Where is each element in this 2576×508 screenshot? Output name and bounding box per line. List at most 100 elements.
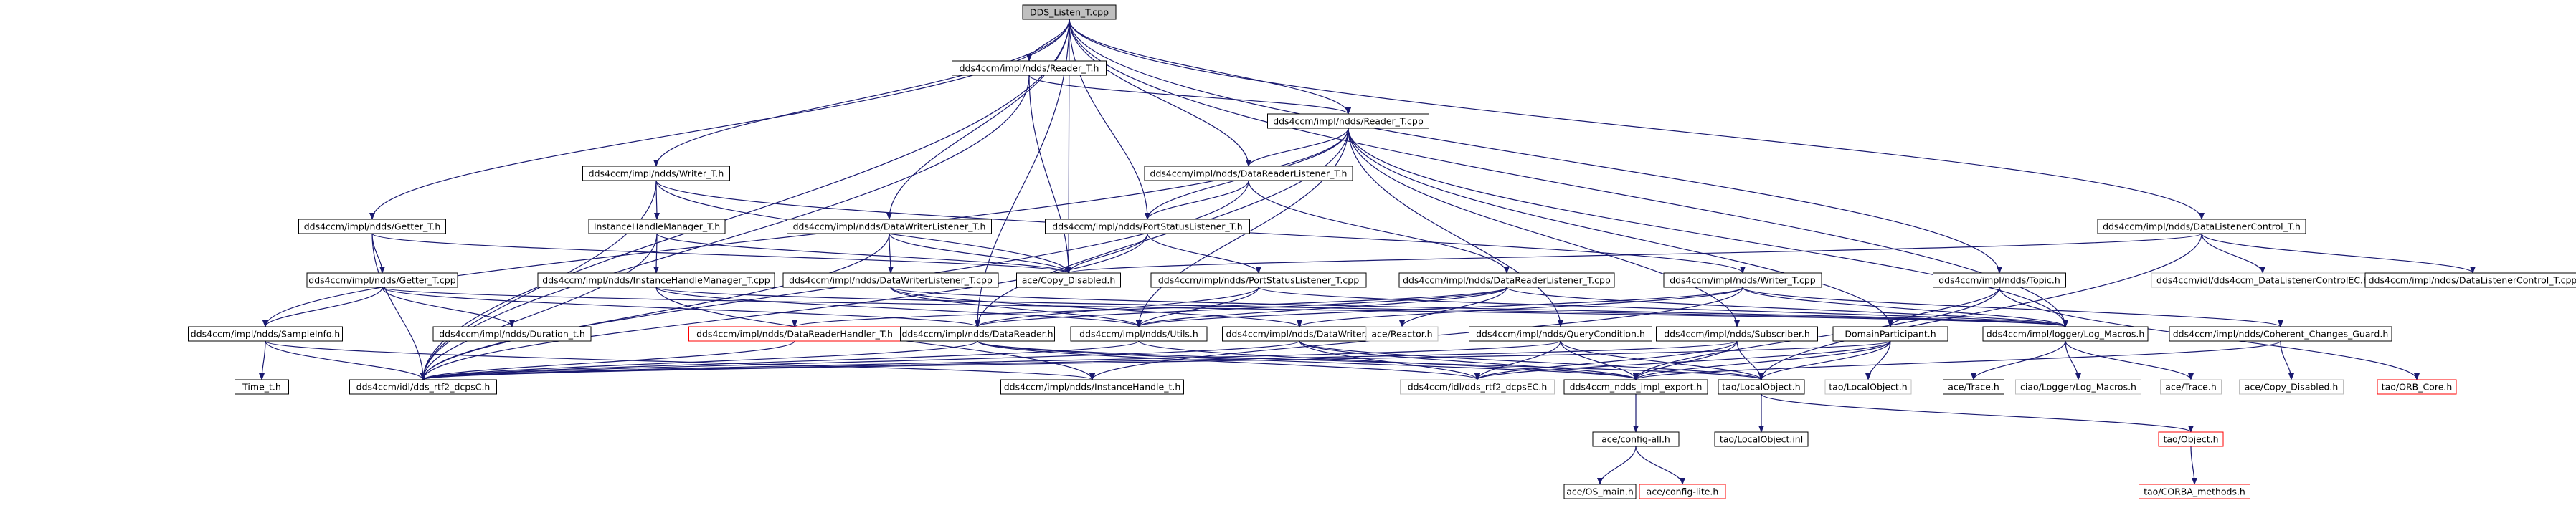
node-tao-orb-core-h[interactable]: tao/ORB_Core.h	[2377, 379, 2457, 395]
node-label: DomainParticipant.h	[1845, 329, 1936, 340]
node-label: tao/ORB_Core.h	[2382, 382, 2453, 393]
node-domainparticipant-h[interactable]: DomainParticipant.h	[1832, 326, 1948, 342]
node-time-t-h[interactable]: Time_t.h	[235, 379, 289, 395]
edge-datareader_h-to-ndds_impl_export_h	[977, 340, 1639, 380]
node-subscriber-h[interactable]: dds4ccm/impl/ndds/Subscriber.h	[1656, 326, 1818, 342]
node-label: ace/Reactor.h	[1371, 329, 1432, 340]
node-box	[1933, 272, 2066, 288]
node-label: dds4ccm/idl/dds_rtf2_dcpsC.h	[356, 382, 491, 393]
node-box	[588, 219, 726, 234]
node-portstatuslistener-t-cpp[interactable]: dds4ccm/impl/ndds/PortStatusListener_T.c…	[1150, 272, 1367, 288]
node-box	[1639, 484, 1726, 499]
edge-domainparticipant_h-to-dds_rtf2_dcpsc_h	[420, 340, 1891, 380]
edge-getter_t_cpp-to-log_macros_h	[382, 287, 2068, 327]
node-box	[1563, 484, 1637, 499]
node-reader-t-cpp[interactable]: dds4ccm/impl/ndds/Reader_T.cpp	[1267, 113, 1429, 129]
node-writer-t-cpp[interactable]: dds4ccm/impl/ndds/Writer_T.cpp	[1663, 272, 1822, 288]
edge-datareaderlistener_t_cpp-to-utils_h	[1136, 287, 1507, 327]
node-instancehandle-t-h[interactable]: dds4ccm/impl/ndds/InstanceHandle_t.h	[1000, 379, 1184, 395]
node-reader-t-h[interactable]: dds4ccm/impl/ndds/Reader_T.h	[952, 60, 1107, 76]
node-datalistenercontrol-t-cpp[interactable]: dds4ccm/impl/ndds/DataListenerControl_T.…	[2364, 272, 2576, 288]
node-label: ace/Trace.h	[2165, 382, 2217, 393]
node-box	[1045, 219, 1250, 234]
node-datalistenercontrol-t-h[interactable]: dds4ccm/impl/ndds/DataListenerControl_T.…	[2097, 219, 2306, 234]
node-tao-localobject-h[interactable]: tao/LocalObject.h	[1718, 379, 1805, 395]
node-label: dds4ccm/impl/ndds/DataReaderListener_T.h	[1150, 168, 1348, 179]
edge-datawriterlistener_t_cpp-to-datawriter_h	[890, 287, 1302, 327]
node-label: DDS_Listen_T.cpp	[1030, 7, 1109, 18]
node-duration-t-h[interactable]: dds4ccm/impl/ndds/Duration_t.h	[432, 326, 592, 342]
node-label: ace/OS_main.h	[1566, 487, 1634, 497]
node-utils-h[interactable]: dds4ccm/impl/ndds/Utils.h	[1070, 326, 1208, 342]
node-datawriter-h[interactable]: dds4ccm/impl/ndds/DataWriter.h	[1222, 326, 1377, 342]
node-label: dds4ccm/impl/ndds/PortStatusListener_T.c…	[1158, 275, 1359, 286]
node-box	[2097, 219, 2306, 234]
node-label: tao/LocalObject.h	[1829, 382, 1907, 393]
edge-topic_h-to-domainparticipant_h	[1888, 287, 2000, 327]
node-box	[2169, 326, 2392, 342]
edge-datareaderlistener_t_cpp-to-datareaderhandler_t_h	[792, 287, 1507, 327]
node-label: dds4ccm/impl/ndds/Getter_T.cpp	[308, 275, 455, 286]
node-tao-corba-methods-h[interactable]: tao/CORBA_methods.h	[2139, 484, 2250, 499]
node-portstatuslistener-t-h[interactable]: dds4ccm/impl/ndds/PortStatusListener_T.h	[1045, 219, 1250, 234]
node-querycondition-h[interactable]: dds4ccm/impl/ndds/QueryCondition.h	[1469, 326, 1652, 342]
node-instancehandlemanager-t-cpp[interactable]: dds4ccm/impl/ndds/InstanceHandleManager_…	[537, 272, 775, 288]
node-box	[1982, 326, 2149, 342]
node-label: dds4ccm/impl/ndds/Writer_T.cpp	[1670, 275, 1816, 286]
node-tao-localobject-inl[interactable]: tao/LocalObject.inl	[1714, 431, 1809, 447]
node-ace-os-main-h[interactable]: ace/OS_main.h	[1563, 484, 1637, 499]
node-ace-config-lite-h[interactable]: ace/config-lite.h	[1639, 484, 1726, 499]
node-sampleinfo-h[interactable]: dds4ccm/impl/ndds/SampleInfo.h	[188, 326, 343, 342]
node-datareaderlistener-t-cpp[interactable]: dds4ccm/impl/ndds/DataReaderListener_T.c…	[1398, 272, 1615, 288]
node-datareader-h[interactable]: dds4ccm/impl/ndds/DataReader.h	[900, 326, 1055, 342]
node-instancehandlemanager-t-h[interactable]: InstanceHandleManager_T.h	[588, 219, 726, 234]
node-coherent-changes-guard-h[interactable]: dds4ccm/impl/ndds/Coherent_Changes_Guard…	[2169, 326, 2392, 342]
node-datawriterlistener-t-h[interactable]: dds4ccm/impl/ndds/DataWriterListener_T.h	[787, 219, 992, 234]
node-ace-trace-h-ext: ace/Trace.h	[2160, 379, 2222, 395]
node-writer-t-h[interactable]: dds4ccm/impl/ndds/Writer_T.h	[582, 166, 730, 181]
node-label: dds4ccm/impl/ndds/Writer_T.h	[589, 168, 724, 179]
edge-tao_object_h-to-tao_corba_methods_h	[2190, 446, 2197, 485]
edge-instancehandlemanager_t_h-to-copy_disabled_h	[656, 233, 1071, 274]
node-ndds-impl-export-h[interactable]: dds4ccm_ndds_impl_export.h	[1563, 379, 1708, 395]
node-tao-object-h[interactable]: tao/Object.h	[2158, 431, 2224, 447]
node-label: dds4ccm/impl/ndds/DataListenerControl_T.…	[2369, 275, 2576, 286]
node-label: dds4ccm/idl/dds_rtf2_dcpsEC.h	[1408, 382, 1548, 393]
node-topic-h[interactable]: dds4ccm/impl/ndds/Topic.h	[1933, 272, 2066, 288]
edge-datalistenercontrol_t_h-to-tao_localobject_h	[1758, 233, 2202, 380]
edge-datareaderlistener_t_cpp-to-reactor_h	[1399, 287, 1507, 327]
node-copy-disabled-h[interactable]: ace/Copy_Disabled.h	[1016, 272, 1121, 288]
edge-reader_t_cpp-to-datareader_h	[975, 128, 1349, 327]
node-label: dds4ccm/impl/ndds/Reader_T.h	[960, 63, 1099, 74]
node-box	[1563, 379, 1708, 395]
edge-reader_t_cpp-to-utils_h	[1136, 128, 1349, 327]
node-getter-t-cpp[interactable]: dds4ccm/impl/ndds/Getter_T.cpp	[306, 272, 458, 288]
node-getter-t-h[interactable]: dds4ccm/impl/ndds/Getter_T.h	[298, 219, 446, 234]
edge-reader_t_cpp-to-subscriber_h	[1348, 128, 1740, 327]
edge-reader_t_h-to-copy_disabled_h	[1028, 75, 1071, 274]
node-box	[1832, 326, 1948, 342]
node-box	[1718, 379, 1805, 395]
node-dds-rtf2-dcpsc-h[interactable]: dds4ccm/idl/dds_rtf2_dcpsC.h	[349, 379, 497, 395]
node-datawriterlistener-t-cpp[interactable]: dds4ccm/impl/ndds/DataWriterListener_T.c…	[782, 272, 999, 288]
node-box	[349, 379, 497, 395]
nodes-layer: DDS_Listen_T.cpp dds4ccm/impl/ndds/Reader…	[188, 4, 2576, 499]
edge-portstatuslistener_t_cpp-to-datareader_h	[975, 287, 1259, 327]
edge-instancehandlemanager_t_cpp-to-log_macros_h	[655, 287, 2068, 327]
edge-instancehandlemanager_t_h-to-dds_rtf2_dcpsc_h	[420, 233, 658, 380]
node-ace-trace-h[interactable]: ace/Trace.h	[1943, 379, 2004, 395]
edge-datareaderlistener_t_h-to-datareaderlistener_t_cpp	[1248, 180, 1510, 274]
edge-dds_listen_t_cpp-to-reader_t_h	[1026, 19, 1070, 62]
node-box	[1714, 431, 1809, 447]
node-ace-config-all-h[interactable]: ace/config-all.h	[1592, 431, 1680, 447]
node-label: ciao/Logger/Log_Macros.h	[2020, 382, 2136, 393]
node-dds-listen-t-cpp[interactable]: DDS_Listen_T.cpp	[1022, 4, 1117, 20]
node-label: dds4ccm/impl/ndds/QueryCondition.h	[1476, 329, 1645, 340]
node-log-macros-h[interactable]: dds4ccm/impl/logger/Log_Macros.h	[1982, 326, 2149, 342]
node-datareaderhandler-t-h[interactable]: dds4ccm/impl/ndds/DataReaderHandler_T.h	[688, 326, 901, 342]
edge-querycondition_h-to-ndds_impl_export_h	[1560, 340, 1639, 380]
node-label: dds4ccm/impl/ndds/SampleInfo.h	[191, 329, 340, 340]
node-datareaderlistener-t-h[interactable]: dds4ccm/impl/ndds/DataReaderListener_T.h	[1144, 166, 1353, 181]
node-box	[2139, 484, 2250, 499]
